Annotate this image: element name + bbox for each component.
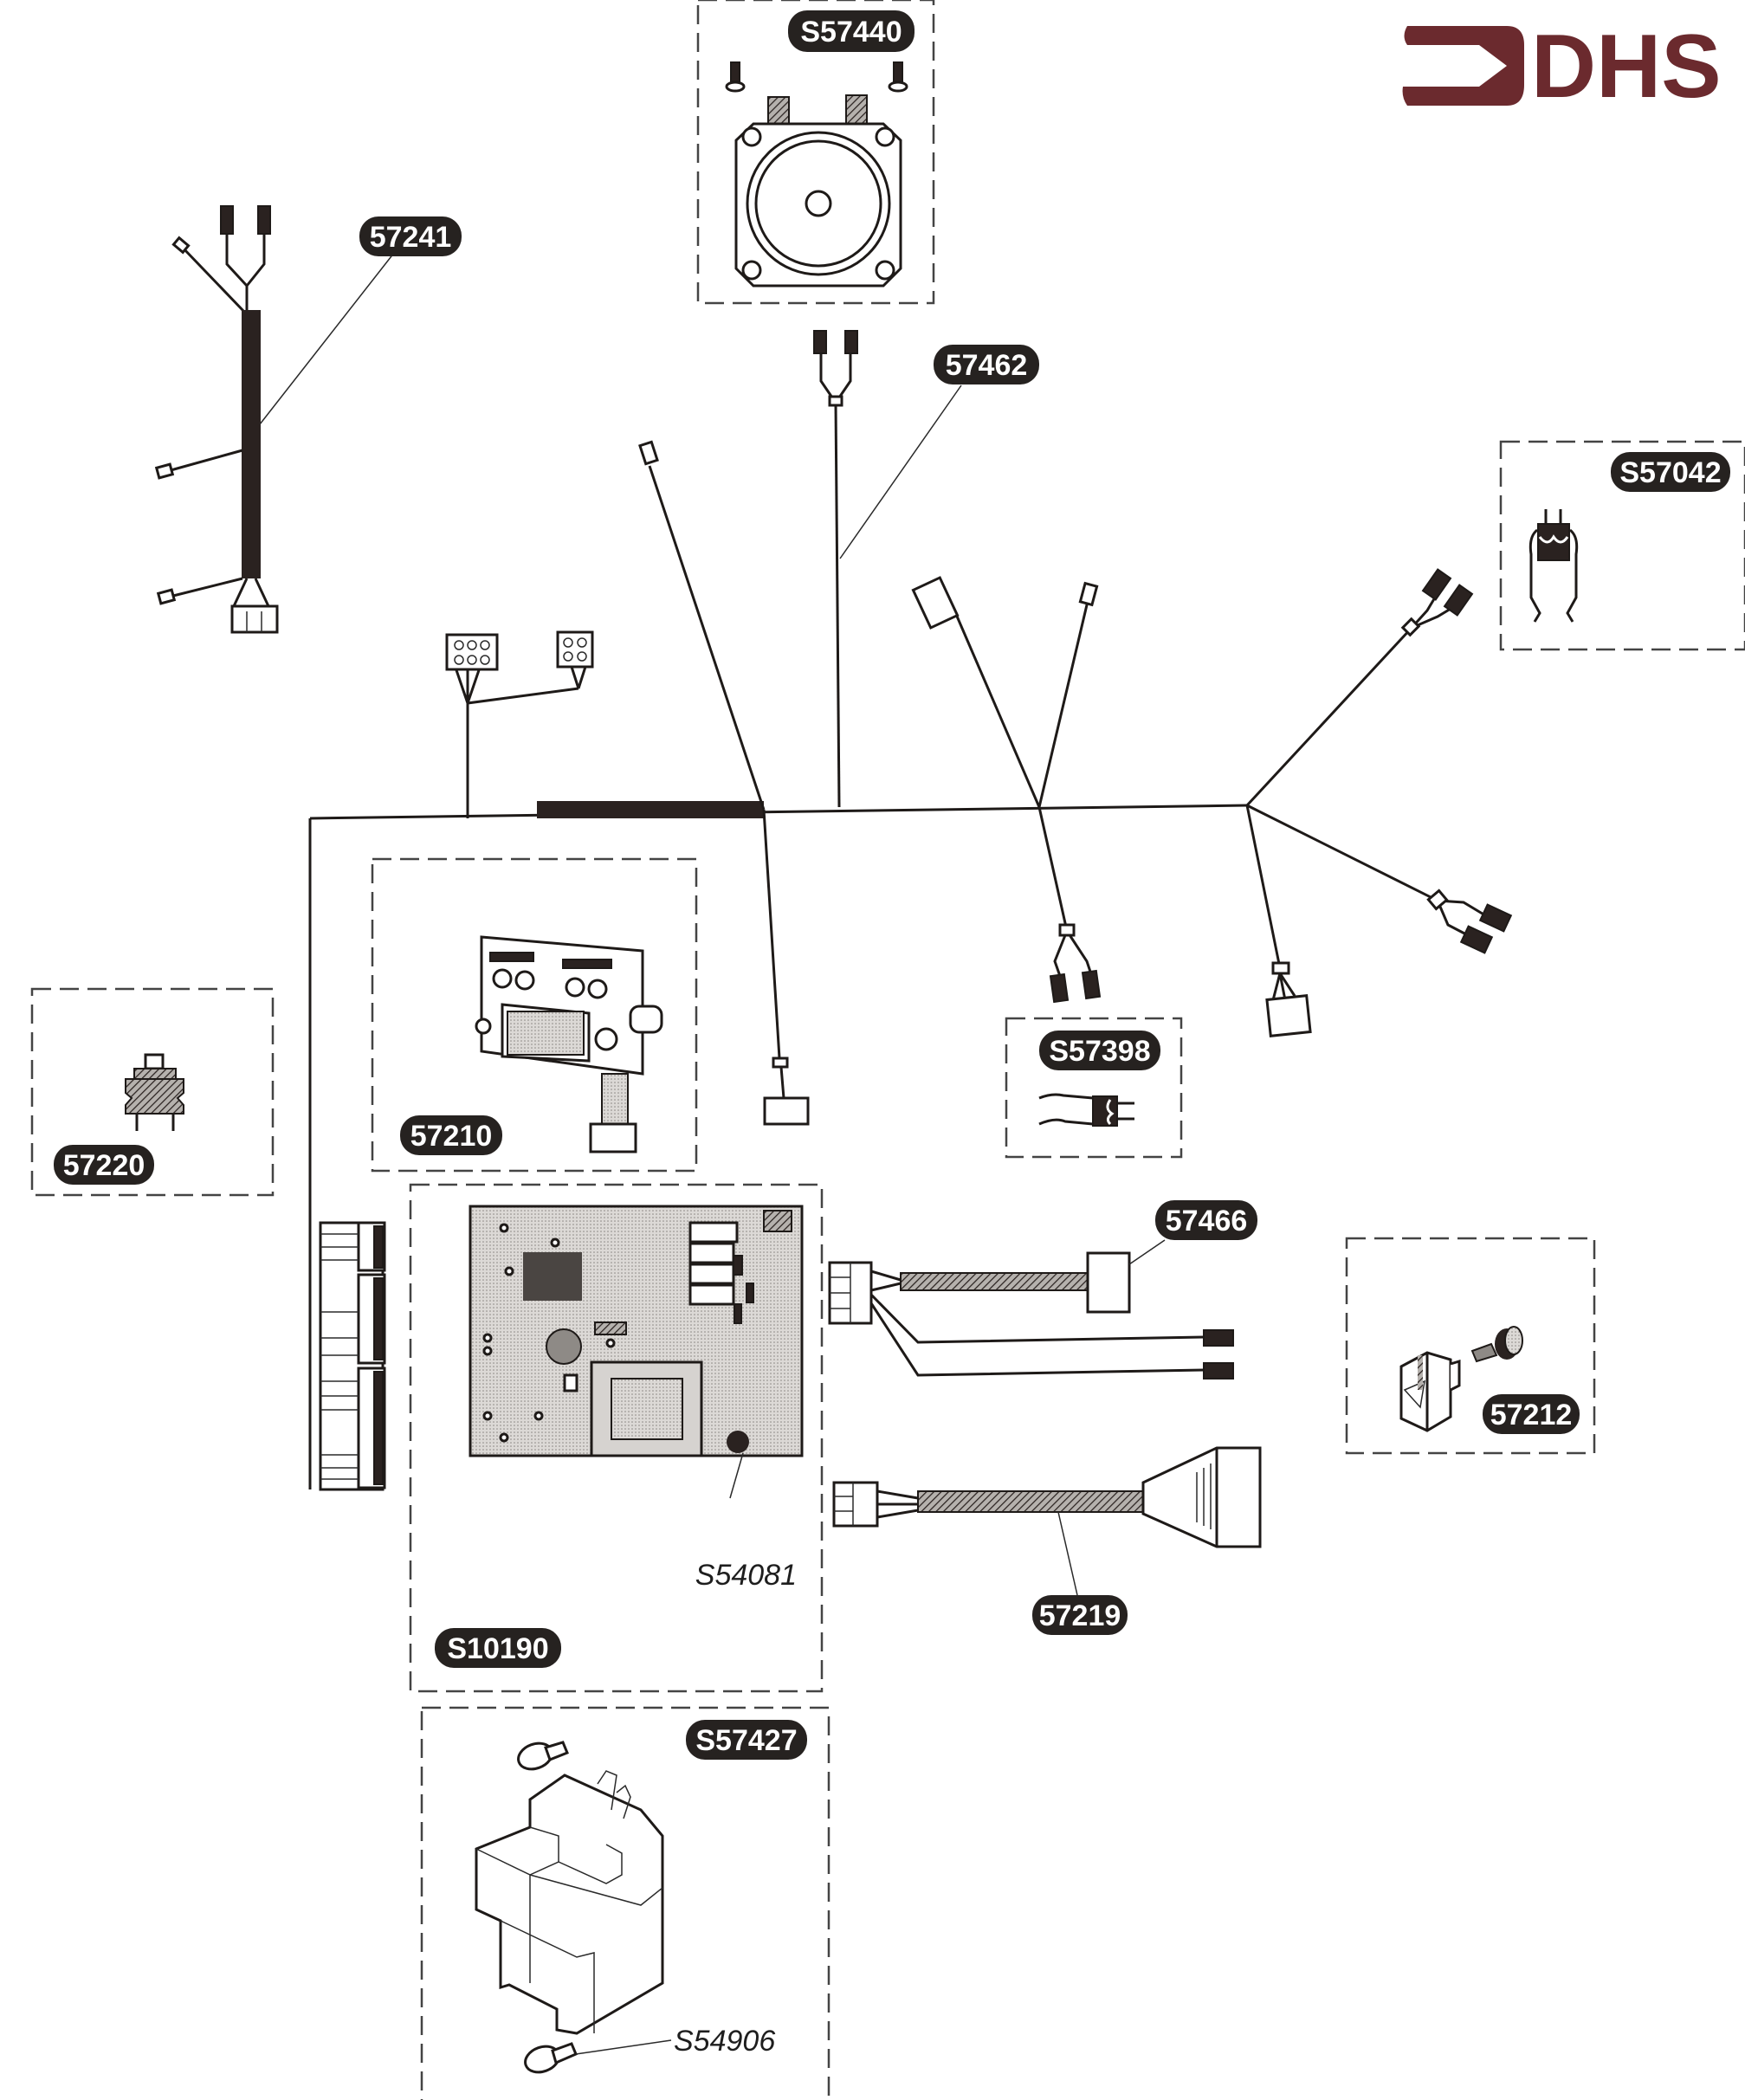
part-number: S57427: [695, 1724, 797, 1757]
part-badge: 57219: [1032, 1595, 1128, 1635]
part-badge: S57042: [1611, 452, 1730, 492]
connector-lead-icon: [828, 1251, 1234, 1380]
leader-line: [839, 384, 962, 559]
part-number: S10190: [447, 1632, 548, 1665]
part-badge: 57210: [400, 1115, 502, 1155]
part-group-57210[interactable]: 57210: [371, 857, 698, 1173]
part-badge: S57398: [1039, 1031, 1160, 1070]
leader-line: [575, 2039, 672, 2055]
ribbon-lead-icon: [832, 1446, 1262, 1548]
part-number: S57398: [1049, 1035, 1150, 1068]
part-group-s10190[interactable]: S54081 S10190: [409, 1183, 824, 1693]
part-number: 57219: [1039, 1599, 1121, 1632]
part-number: 57220: [63, 1149, 145, 1182]
part-group-s57398[interactable]: S57398: [1005, 1017, 1183, 1159]
part-number: S57440: [800, 16, 902, 48]
part-number: 57212: [1490, 1399, 1573, 1431]
sensor-clip-icon: [1038, 1093, 1134, 1127]
part-group-57220[interactable]: 57220: [30, 987, 275, 1197]
brand-logo: DHS: [1402, 16, 1722, 117]
part-group-57212[interactable]: 57212: [1345, 1237, 1596, 1455]
part-badge: S10190: [435, 1628, 561, 1668]
leader-line: [1057, 1511, 1078, 1596]
arrow-bracket-logo-icon: [1402, 26, 1524, 106]
part-badge: 57462: [934, 345, 1039, 384]
part-badge: S57440: [788, 10, 915, 52]
part-badge: S57427: [686, 1720, 807, 1760]
part-number: 57210: [410, 1120, 493, 1153]
reference-label: S54081: [695, 1559, 797, 1592]
part-group-s57427[interactable]: S54906 S57427: [420, 1706, 830, 2100]
bracket-fitting-icon: [1399, 1326, 1523, 1432]
main-harness-icon: [308, 330, 1513, 1491]
part-badge: 57466: [1155, 1200, 1257, 1240]
main-pcb-icon: [469, 1205, 804, 1457]
part-number: 57466: [1166, 1205, 1248, 1237]
part-group-57241[interactable]: 57241: [154, 205, 462, 634]
leader-line: [729, 1452, 744, 1499]
ignition-unit-icon: [475, 1741, 664, 2074]
brand-name: DHS: [1531, 16, 1722, 117]
pressure-switch-icon: [725, 61, 908, 288]
part-group-s57440[interactable]: S57440: [696, 0, 935, 305]
part-group-57219[interactable]: 57219: [832, 1446, 1262, 1635]
push-switch-icon: [125, 1053, 184, 1131]
harness-loom-icon: [154, 205, 279, 634]
leader-line: [259, 252, 395, 425]
leader-line: [1128, 1239, 1166, 1265]
part-number: 57462: [946, 349, 1028, 382]
part-group-57462[interactable]: 57462: [308, 330, 1513, 1491]
part-group-s57042[interactable]: S57042: [1499, 440, 1745, 651]
part-badge: 57220: [54, 1145, 154, 1185]
display-board-icon: [475, 935, 663, 1153]
reference-label: S54906: [674, 2025, 775, 2058]
part-group-57466[interactable]: 57466: [828, 1200, 1257, 1380]
part-badge: 57241: [359, 216, 462, 256]
part-number: S57042: [1619, 456, 1721, 489]
sensor-clip-icon: [1528, 509, 1579, 623]
part-badge: 57212: [1483, 1394, 1580, 1434]
part-number: 57241: [370, 221, 452, 254]
